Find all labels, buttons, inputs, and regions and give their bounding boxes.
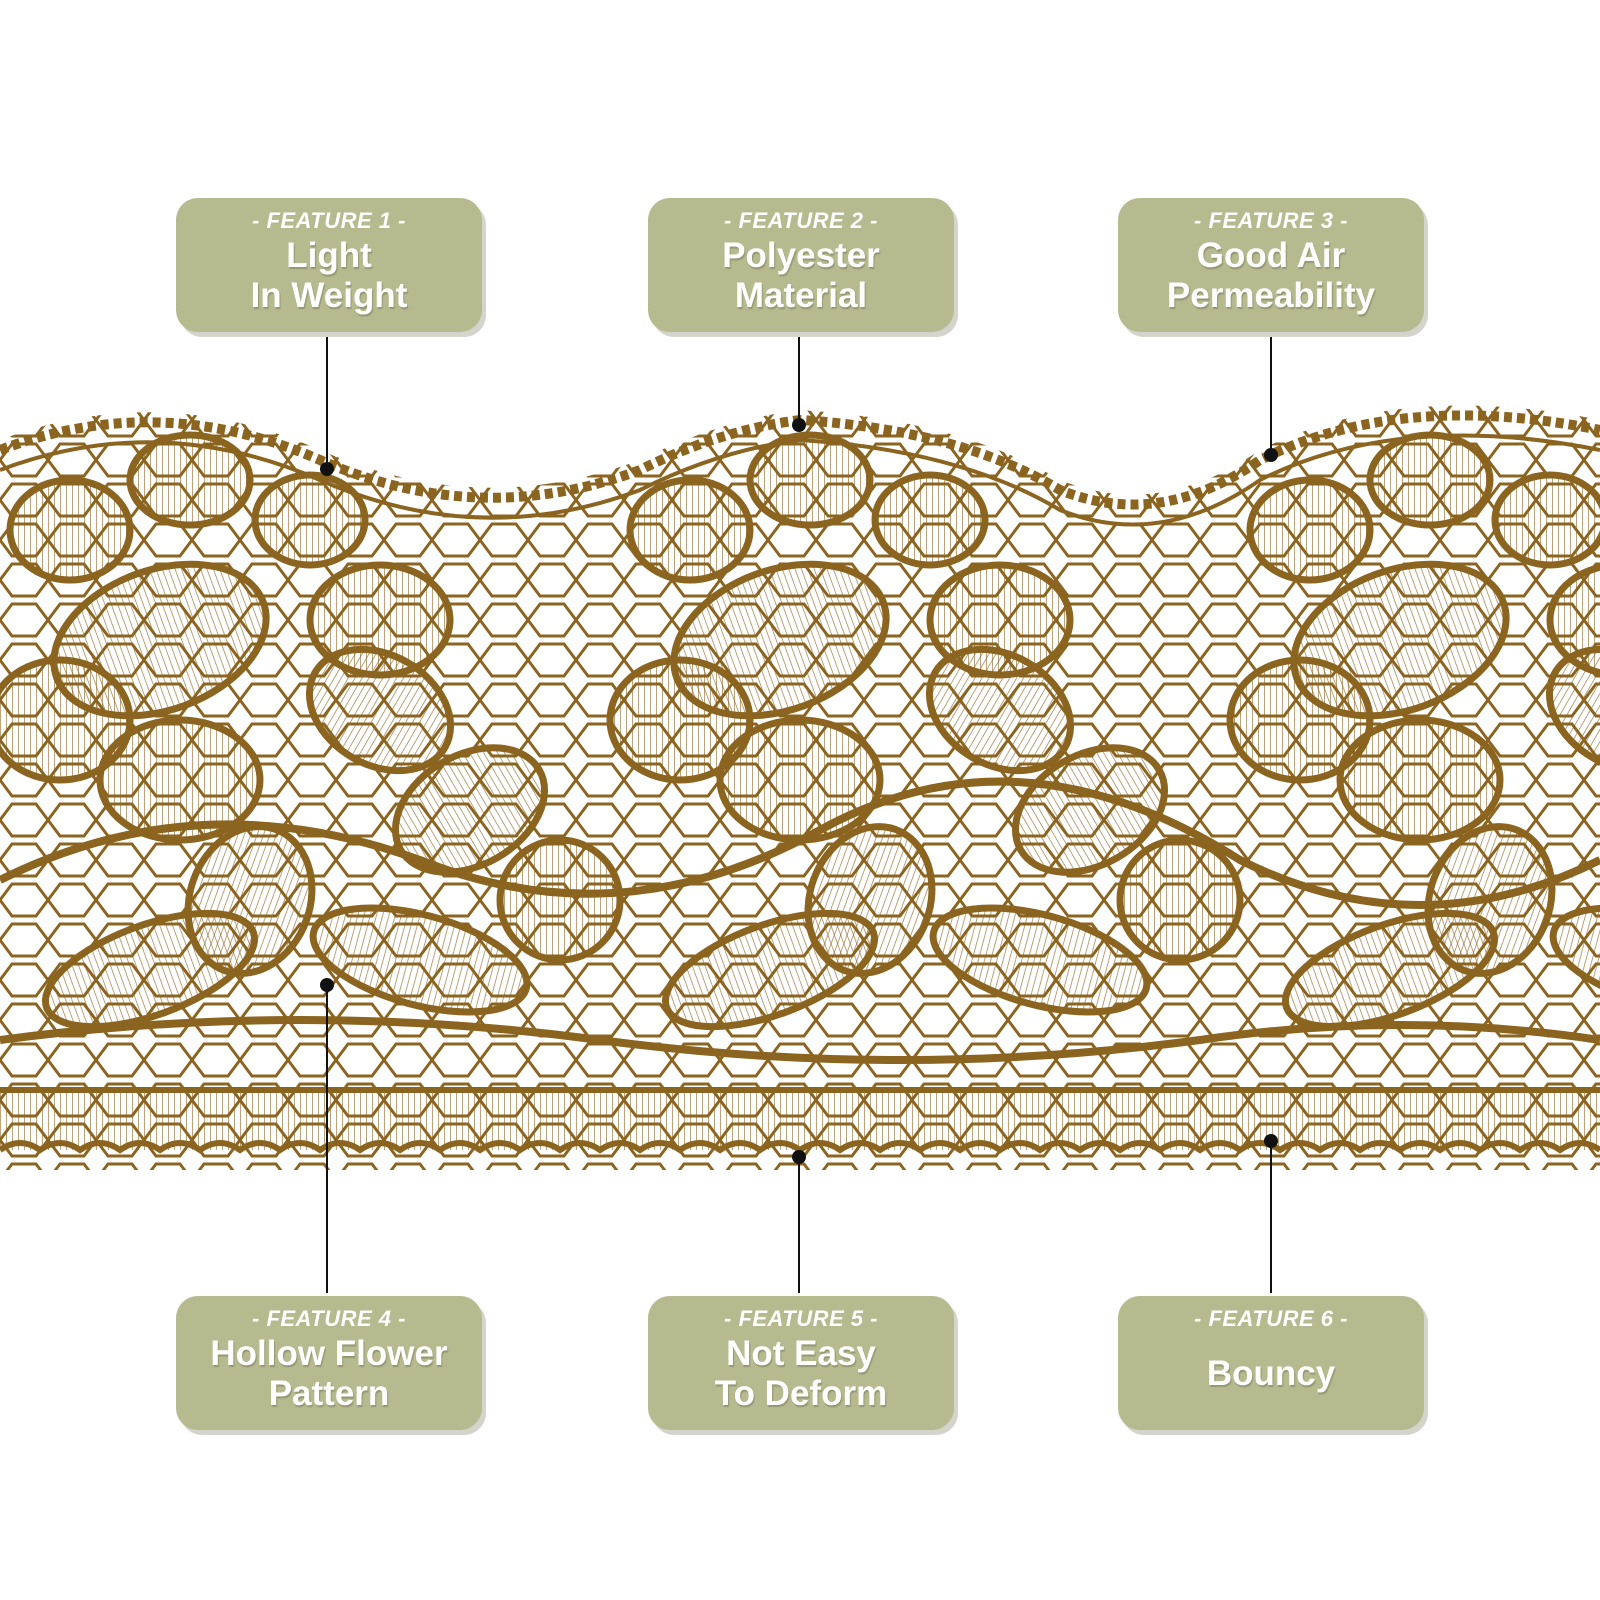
feature-4-title-line2: Pattern <box>268 1374 390 1413</box>
feature-2-leader <box>798 330 800 425</box>
feature-3-title-line1: Good Air <box>1196 236 1346 275</box>
feature-2-dot <box>792 418 806 432</box>
feature-3-dot <box>1264 448 1278 462</box>
feature-5-title-line2: To Deform <box>714 1374 888 1413</box>
feature-1-dot <box>320 462 334 476</box>
feature-5-leader <box>798 1157 800 1293</box>
feature-6-title: Bouncy <box>1206 1354 1336 1393</box>
feature-2-kicker: - FEATURE 2 - <box>724 208 878 233</box>
feature-6-badge: - FEATURE 6 - Bouncy <box>1118 1296 1424 1430</box>
feature-4-title-line1: Hollow Flower <box>210 1334 448 1373</box>
feature-3-title-line2: Permeability <box>1166 276 1376 315</box>
feature-6-kicker: - FEATURE 6 - <box>1194 1306 1348 1331</box>
feature-3-kicker: - FEATURE 3 - <box>1194 208 1348 233</box>
feature-4-kicker: - FEATURE 4 - <box>252 1306 406 1331</box>
feature-3-badge: - FEATURE 3 - Good Air Permeability <box>1118 198 1424 332</box>
feature-4-badge: - FEATURE 4 - Hollow Flower Pattern <box>176 1296 482 1430</box>
feature-6-leader <box>1270 1141 1272 1293</box>
feature-5-kicker: - FEATURE 5 - <box>724 1306 878 1331</box>
feature-3-leader <box>1270 330 1272 455</box>
feature-2-badge: - FEATURE 2 - Polyester Material <box>648 198 954 332</box>
feature-1-leader <box>326 330 328 470</box>
feature-1-kicker: - FEATURE 1 - <box>252 208 406 233</box>
feature-2-title-line1: Polyester <box>722 236 880 275</box>
feature-1-title-line1: Light <box>286 236 372 275</box>
feature-1-badge: - FEATURE 1 - Light In Weight <box>176 198 482 332</box>
feature-2-title-line2: Material <box>734 276 868 315</box>
feature-1-title-line2: In Weight <box>250 276 408 315</box>
feature-5-title-line1: Not Easy <box>726 1334 876 1373</box>
feature-4-leader <box>326 985 328 1293</box>
feature-5-badge: - FEATURE 5 - Not Easy To Deform <box>648 1296 954 1430</box>
